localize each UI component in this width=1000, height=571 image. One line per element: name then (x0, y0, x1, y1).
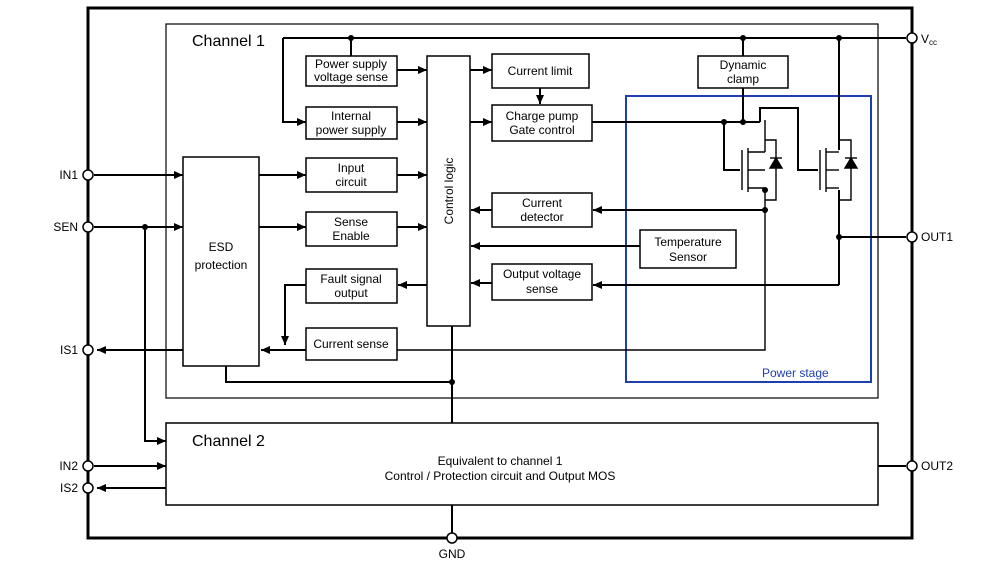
channel2-line2: Control / Protection circuit and Output … (385, 469, 616, 483)
svg-text:Current limit: Current limit (508, 64, 573, 78)
svg-text:sense: sense (526, 282, 558, 296)
block-fault-signal-output: Fault signal output (305, 268, 398, 304)
svg-text:IS2: IS2 (60, 481, 78, 495)
block-input-circuit: Input circuit (305, 157, 398, 193)
block-charge-pump: Charge pump Gate control (491, 104, 593, 142)
channel1-title: Channel 1 (192, 33, 265, 50)
junction-dots (142, 35, 842, 385)
svg-text:IN2: IN2 (59, 459, 78, 473)
svg-text:Sense: Sense (334, 215, 368, 229)
svg-text:Current sense: Current sense (313, 337, 389, 351)
block-control-logic: Control logic (426, 55, 471, 327)
block-current-limit: Current limit (491, 53, 590, 89)
svg-text:Current: Current (522, 196, 563, 210)
pin-in1: IN1 (59, 168, 94, 182)
block-current-detector: Current detector (491, 192, 593, 228)
channel2-line1: Equivalent to channel 1 (438, 454, 563, 468)
block-current-sense: Current sense (305, 327, 398, 361)
svg-text:OUT1: OUT1 (921, 230, 953, 244)
svg-text:output: output (334, 286, 368, 300)
svg-text:Temperature: Temperature (654, 235, 722, 249)
svg-text:protection: protection (195, 258, 248, 272)
pin-is1: IS1 (60, 343, 94, 357)
block-esd-protection: ESD protection (182, 156, 260, 367)
svg-text:power supply: power supply (316, 123, 387, 137)
channel1-box (165, 23, 879, 399)
svg-text:Internal: Internal (331, 109, 371, 123)
channel2-box: Channel 2 Equivalent to channel 1 Contro… (165, 422, 879, 506)
svg-text:Output voltage: Output voltage (503, 267, 581, 281)
svg-text:clamp: clamp (727, 72, 759, 86)
block-internal-power-supply: Internal power supply (305, 106, 398, 140)
svg-text:Charge pump: Charge pump (506, 109, 579, 123)
svg-text:OUT2: OUT2 (921, 459, 953, 473)
block-dynamic-clamp: Dynamic clamp (697, 55, 789, 89)
block-power-supply-voltage-sense: Power supply voltage sense (305, 55, 398, 87)
svg-text:Vcc: Vcc (921, 32, 937, 47)
svg-text:SEN: SEN (53, 220, 78, 234)
pin-in2: IN2 (59, 459, 94, 473)
svg-text:Fault signal: Fault signal (320, 272, 381, 286)
pin-vcc: Vcc (906, 32, 937, 47)
svg-text:Enable: Enable (332, 229, 370, 243)
channel2-title: Channel 2 (192, 433, 265, 450)
power-stage-label: Power stage (762, 366, 829, 380)
svg-text:Power supply: Power supply (315, 57, 387, 71)
svg-text:ESD: ESD (209, 240, 234, 254)
svg-text:Control logic: Control logic (442, 158, 456, 225)
svg-text:Gate control: Gate control (509, 123, 574, 137)
svg-text:IN1: IN1 (59, 168, 78, 182)
block-temperature-sensor: Temperature Sensor (639, 229, 737, 269)
pin-gnd: GND (439, 532, 466, 561)
svg-text:voltage sense: voltage sense (314, 70, 388, 84)
svg-text:Input: Input (338, 161, 365, 175)
svg-text:detector: detector (520, 210, 563, 224)
power-stage-box (625, 95, 872, 383)
sense-mosfet-icon (741, 120, 784, 270)
pin-is2: IS2 (60, 481, 94, 495)
pin-sen: SEN (53, 220, 94, 234)
output-mosfet-icon (819, 139, 859, 201)
svg-text:Dynamic: Dynamic (720, 58, 767, 72)
svg-text:IS1: IS1 (60, 343, 78, 357)
package-frame (86, 6, 914, 540)
svg-text:circuit: circuit (335, 175, 367, 189)
pin-out1: OUT1 (906, 230, 953, 244)
block-output-voltage-sense: Output voltage sense (491, 263, 593, 301)
svg-text:GND: GND (439, 547, 466, 561)
block-sense-enable: Sense Enable (305, 211, 398, 247)
pin-out2: OUT2 (906, 459, 953, 473)
svg-text:Sensor: Sensor (669, 250, 707, 264)
